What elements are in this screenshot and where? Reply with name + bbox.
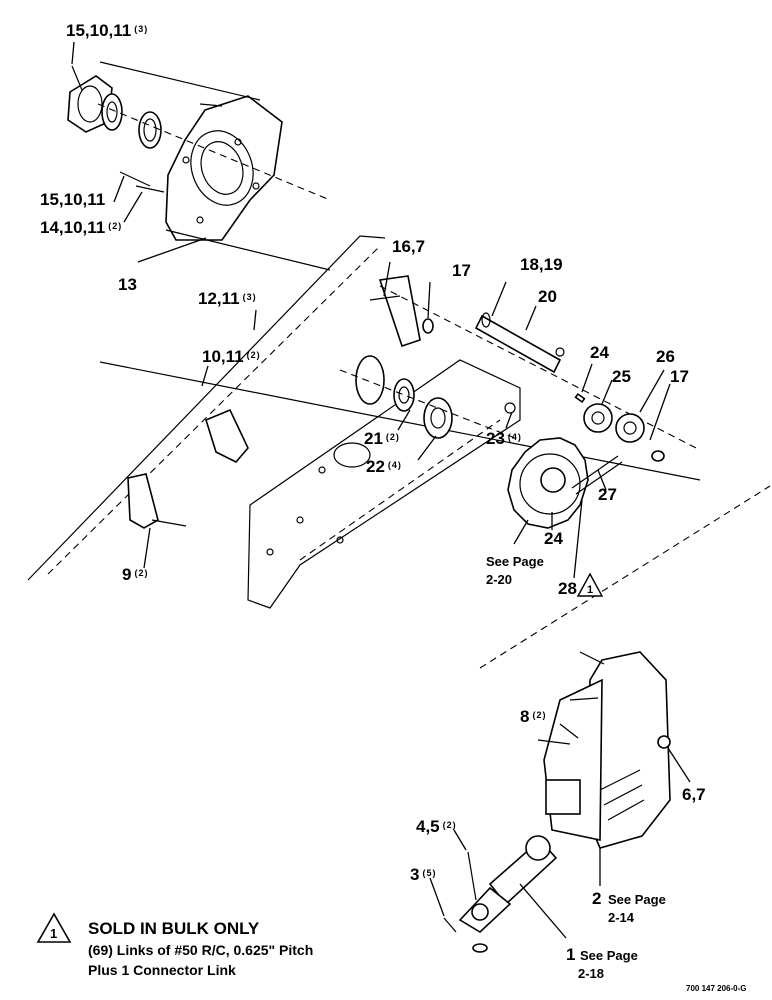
note-marker-triangle: 1 — [576, 572, 604, 597]
note-triangle-icon — [36, 912, 72, 943]
callout-13: 13 — [118, 275, 137, 294]
see-page-driveline-line2: 2-18 — [578, 966, 604, 981]
see-page-gearbox-line2: 2-14 — [608, 910, 635, 925]
callout-8: 8(2) — [520, 707, 546, 726]
callout-17-right: 17 — [670, 367, 689, 386]
note-triangle-number: 1 — [50, 926, 57, 941]
callout-23: 23(4) — [486, 429, 522, 448]
callout-4-5: 4,5(2) — [416, 817, 457, 836]
callout-15-10-11: 15,10,11 — [40, 190, 105, 209]
callout-14-10-11: 14,10,11(2) — [40, 218, 122, 237]
see-page-sprocket-line2: 2-20 — [486, 572, 512, 587]
callout-1: 1 — [566, 945, 575, 964]
callout-2: 2 — [592, 889, 601, 908]
note-line-2: Plus 1 Connector Link — [88, 962, 236, 978]
note-marker-number: 1 — [587, 584, 593, 596]
callout-22: 22(4) — [366, 457, 402, 476]
callout-15-10-11-top: 15,10,11(3) — [66, 21, 148, 40]
see-page-sprocket-line1: See Page — [486, 554, 544, 569]
bulk-note: 1 SOLD IN BULK ONLY (69) Links of #50 R/… — [36, 912, 313, 978]
drawing-number: 700 147 206-0-G — [686, 984, 747, 993]
callout-24-upper: 24 — [590, 343, 609, 362]
callout-24-lower: 24 — [544, 529, 563, 548]
callout-9: 9(2) — [122, 565, 148, 584]
main-frame-assembly — [27, 235, 701, 609]
shaft-assembly — [379, 285, 701, 451]
callout-10-11: 10,11(2) — [202, 347, 261, 366]
callout-17-upper: 17 — [452, 261, 471, 280]
callout-25: 25 — [612, 367, 631, 386]
callout-27: 27 — [598, 485, 617, 504]
callout-3: 3(5) — [410, 865, 436, 884]
callout-labels: 15,10,11(3) 15,10,11 14,10,11(2) 13 16,7… — [40, 21, 706, 981]
callout-21: 21(2) — [364, 429, 400, 448]
callout-26: 26 — [656, 347, 675, 366]
see-page-driveline-line1: See Page — [580, 948, 638, 963]
leader-lines — [71, 41, 691, 939]
sprocket-assembly — [507, 392, 665, 529]
callout-12-11: 12,11(3) — [198, 289, 257, 308]
top-bearing-assembly — [67, 61, 331, 271]
callout-28: 28 — [558, 579, 577, 598]
callout-20: 20 — [538, 287, 557, 306]
callout-18-19: 18,19 — [520, 255, 563, 274]
driveline-assembly — [443, 835, 558, 953]
note-line-1: (69) Links of #50 R/C, 0.625" Pitch — [88, 942, 313, 958]
callout-6-7: 6,7 — [682, 785, 706, 804]
note-title: SOLD IN BULK ONLY — [88, 919, 260, 938]
gearbox-assembly — [479, 485, 771, 849]
callout-16-7: 16,7 — [392, 237, 425, 256]
see-page-gearbox-line1: See Page — [608, 892, 666, 907]
